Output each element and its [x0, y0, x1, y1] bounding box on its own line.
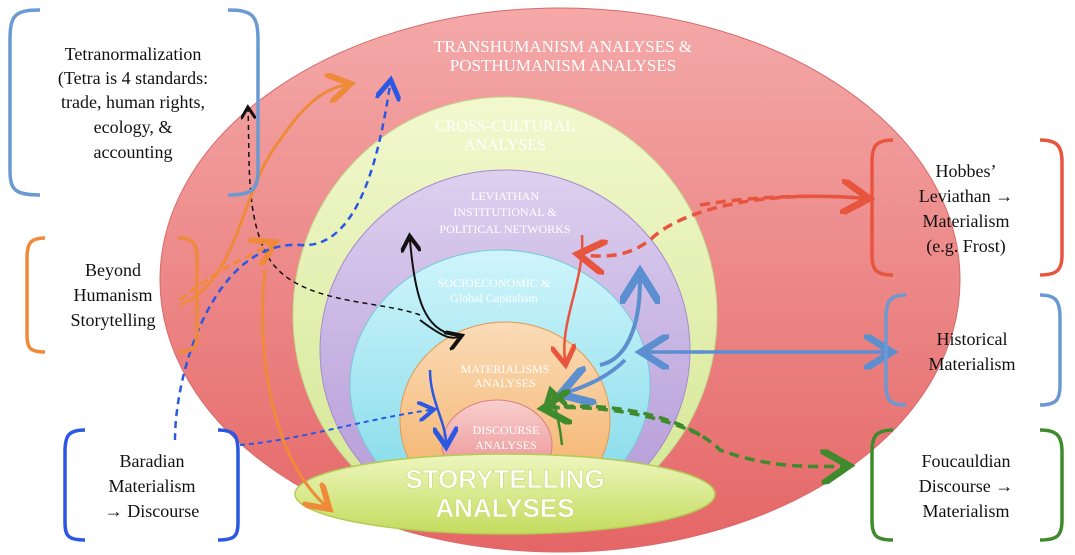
- socioeconomic-label-line2: Global Capitalism: [450, 291, 538, 305]
- discourse-label-line2: ANALYSES: [475, 438, 536, 452]
- hobbes-label: Hobbes’ Leviathan → Materialism (e.g. Fr…: [919, 161, 1013, 257]
- historical-line-2: Materialism: [929, 354, 1016, 374]
- transhumanism-label-line2: POSTHUMANISM ANALYSES: [450, 56, 676, 75]
- hobbes-line-1: Hobbes’: [936, 161, 997, 181]
- hobbes-red-dashed-arrow: [585, 194, 861, 256]
- storytelling-label-line1: STORYTELLING: [405, 464, 604, 494]
- beyond-line-3: Storytelling: [71, 310, 156, 330]
- foucault-line-3: Materialism: [923, 501, 1010, 521]
- foucault-green-dashed-arrow: [547, 404, 842, 466]
- tetra-bracket: [8, 8, 260, 197]
- hobbes-line-3: Materialism: [923, 211, 1010, 231]
- beyond-line-1: Beyond: [85, 260, 141, 280]
- foucault-line-1: Foucauldian: [922, 451, 1011, 471]
- materialisms-discourse-blue-arrow: [428, 369, 446, 442]
- leviathan-label-line2: INSTITUTIONAL &: [453, 205, 557, 219]
- beyond-orange-dashed-arrow: [179, 245, 270, 302]
- historical-bracket: [884, 293, 1062, 407]
- leviathan-label-line1: LEVIATHAN: [471, 189, 539, 203]
- beyond-bracket: [25, 236, 199, 354]
- materialisms-black-arrow: [419, 319, 458, 338]
- leviathan-label-line3: POLITICAL NETWORKS: [439, 222, 570, 236]
- materialisms-steel-arrow: [568, 358, 627, 392]
- foucault-bracket: [870, 428, 1064, 542]
- leviathan-to-materialisms-red-arrow: [564, 234, 584, 360]
- beyond-line-2: Humanism: [74, 285, 153, 305]
- baradian-label: Baradian Materialism → Discourse: [105, 451, 199, 521]
- foucault-label: Foucauldian Discourse → Materialism: [919, 451, 1013, 521]
- storytelling-orange-arrow: [261, 269, 326, 505]
- hobbes-line-4: (e.g. Frost): [926, 236, 1006, 257]
- tetra-line-4: ecology, &: [94, 117, 173, 137]
- hobbes-line-2: Leviathan →: [919, 186, 1013, 206]
- tetra-label: Tetranormalization (Tetra is 4 standards…: [58, 44, 208, 162]
- tetra-line-3: trade, human rights,: [61, 92, 205, 112]
- socioeconomic-label-line1: SOCIOECONOMIC &: [438, 276, 551, 290]
- historical-label: Historical Materialism: [929, 329, 1016, 374]
- storytelling-ellipse: [294, 453, 716, 535]
- materialisms-label-line1: MATERIALISMS: [461, 362, 550, 376]
- tetra-line-1: Tetranormalization: [65, 44, 202, 64]
- cross-cultural-label-line1: CROSS-CULTURAL: [435, 118, 575, 135]
- beyond-label: Beyond Humanism Storytelling: [71, 260, 156, 330]
- baradian-discourse-dashed-arrow: [239, 410, 430, 446]
- cross-cultural-label-line2: ANALYSES: [464, 137, 546, 154]
- historical-line-1: Historical: [937, 329, 1008, 349]
- discourse-to-materialisms-green-arrow: [552, 395, 562, 446]
- socioeconomic-steel-arrow-up: [599, 280, 640, 367]
- baradian-bracket: [63, 428, 240, 542]
- baradian-line-1: Baradian: [120, 451, 185, 471]
- materialisms-label-line2: ANALYSES: [474, 376, 535, 390]
- baradian-line-2: Materialism: [109, 476, 196, 496]
- baradian-blue-dashed-arrow: [173, 85, 390, 441]
- hobbes-red-dashed-arrowhead: [699, 196, 862, 205]
- tetra-line-2: (Tetra is 4 standards:: [58, 68, 208, 89]
- baradian-line-3: → Discourse: [105, 501, 199, 521]
- foucault-line-2: Discourse →: [919, 476, 1013, 496]
- discourse-label-line1: DISCOURSE: [473, 423, 540, 437]
- hobbes-bracket: [870, 138, 1064, 277]
- tetra-line-5: accounting: [94, 142, 173, 162]
- storytelling-label-line2: ANALYSES: [435, 493, 574, 523]
- transhumanism-label-line1: TRANSHUMANISM ANALYSES &: [434, 37, 692, 56]
